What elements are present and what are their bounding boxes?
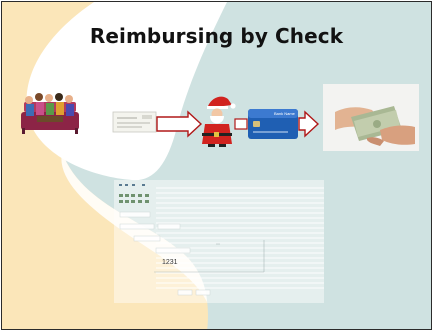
santa-claus-icon [202,96,236,147]
form-lines [114,180,324,303]
slide: Reimbursing by Check [1,1,432,330]
credit-card-icon: Bank Name [248,109,298,139]
reimbursement-flow: Bank Name [21,84,419,151]
slide-title: Reimbursing by Check [89,24,344,48]
card-brand-text: Bank Name [274,111,296,116]
arrow-connector-icon [234,118,248,130]
check-number: 1231 [162,259,178,266]
cash-handoff-photo [323,84,419,151]
arrow-right-icon [156,110,203,138]
arrow-right-icon [298,110,320,138]
check-document-icon [112,111,157,133]
check-form-screenshot: 1231 [114,180,324,303]
group-of-people-icon [21,93,79,134]
